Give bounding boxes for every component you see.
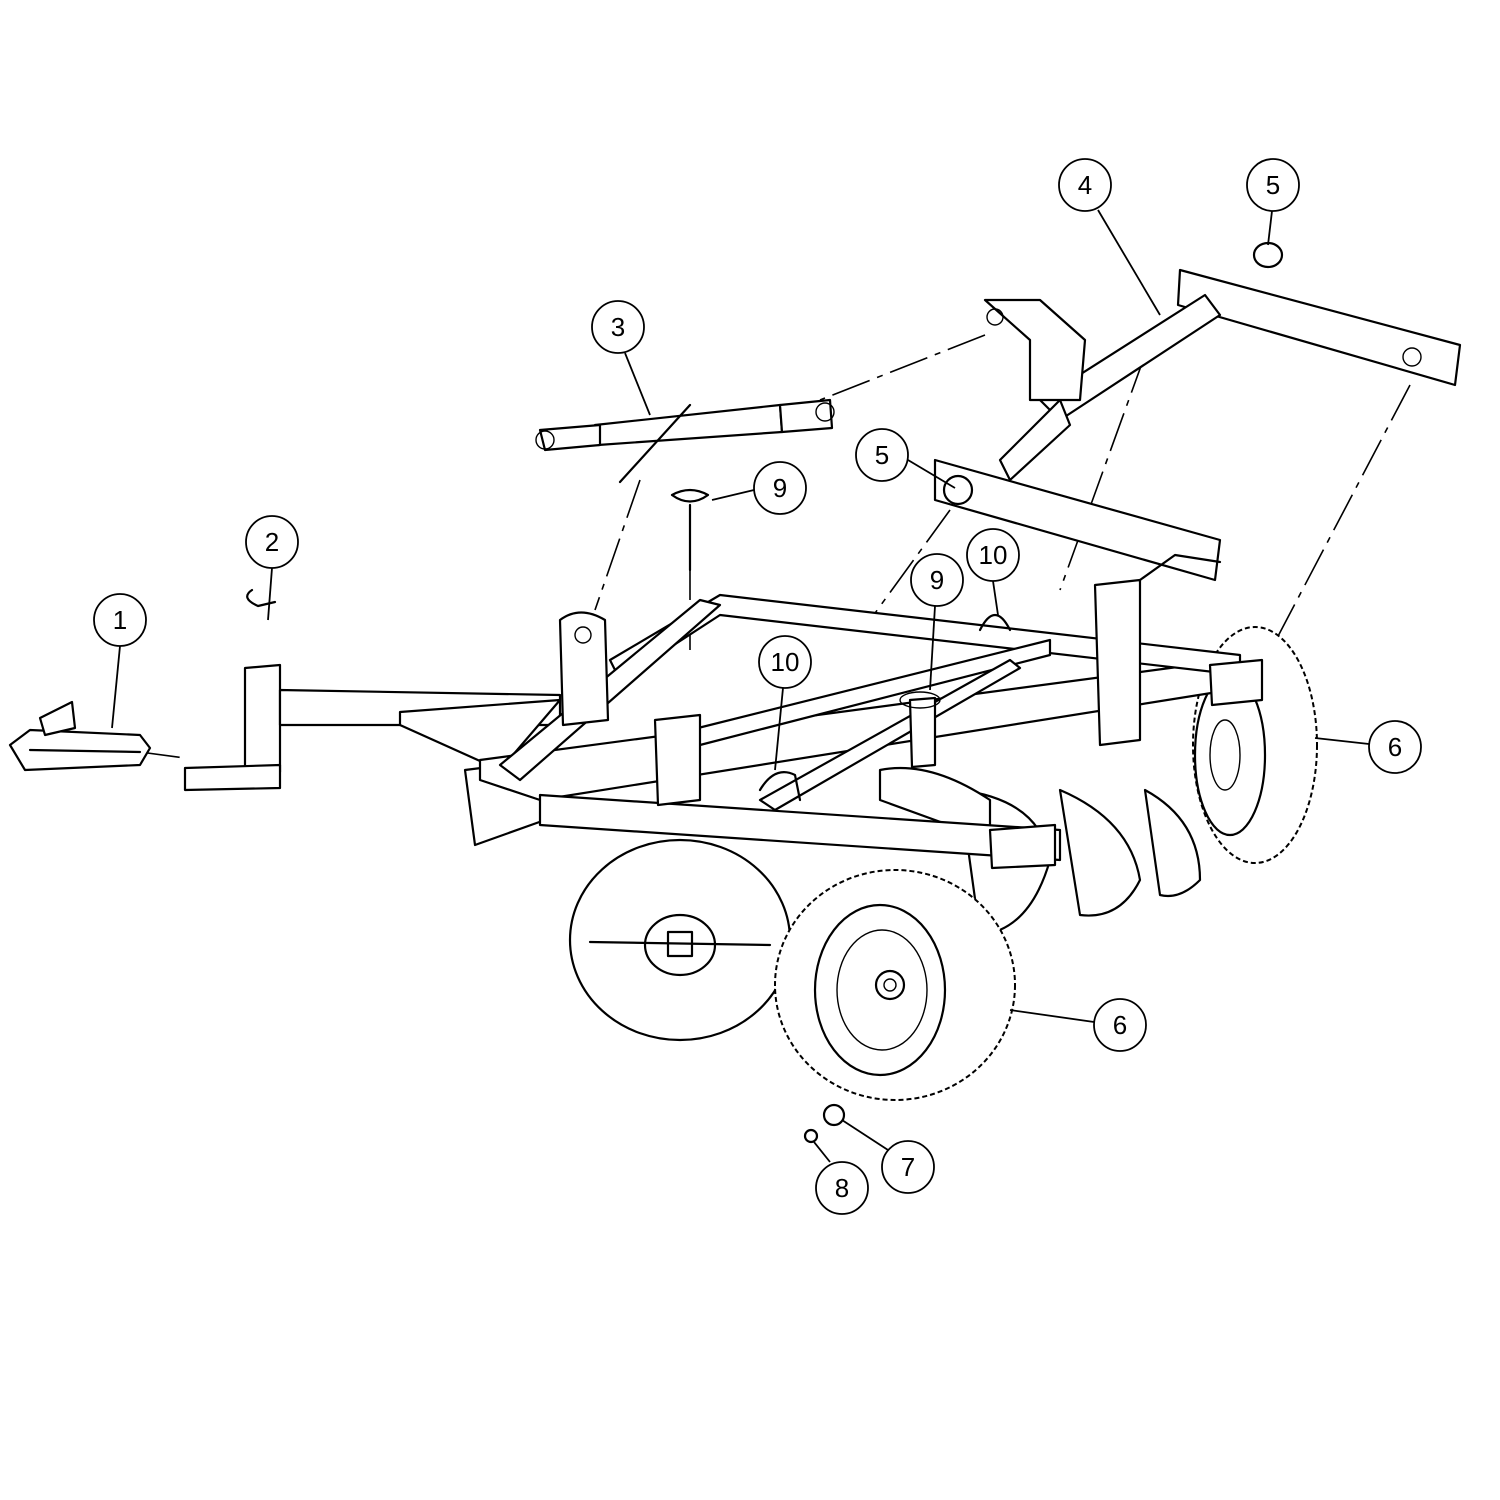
callout-2: 2	[245, 515, 299, 569]
svg-text:7: 7	[901, 1152, 915, 1182]
callout-1: 1	[93, 593, 147, 647]
svg-text:5: 5	[875, 440, 889, 470]
svg-text:10: 10	[771, 647, 800, 677]
callout-5: 5	[855, 428, 909, 482]
callout-9: 9	[753, 461, 807, 515]
svg-text:9: 9	[930, 565, 944, 595]
svg-text:5: 5	[1266, 170, 1280, 200]
washer	[822, 1103, 846, 1127]
leader-lines	[111, 209, 1370, 1163]
end-cap	[1252, 241, 1284, 269]
callout-7: 7	[881, 1140, 935, 1194]
callout-3: 3	[591, 300, 645, 354]
svg-text:1: 1	[113, 605, 127, 635]
callout-8: 8	[815, 1161, 869, 1215]
svg-text:6: 6	[1388, 732, 1402, 762]
svg-text:6: 6	[1113, 1010, 1127, 1040]
t-pin	[670, 488, 710, 572]
callout-5: 5	[1246, 158, 1300, 212]
svg-text:10: 10	[979, 540, 1008, 570]
lift-mast	[933, 268, 1462, 582]
front-wheel	[774, 869, 1016, 1101]
svg-text:9: 9	[773, 473, 787, 503]
callout-10: 10	[966, 528, 1020, 582]
svg-text:8: 8	[835, 1173, 849, 1203]
hitch-coupler	[8, 700, 152, 772]
callout-10: 10	[758, 635, 812, 689]
cotter-pin	[803, 1128, 819, 1144]
svg-text:3: 3	[611, 312, 625, 342]
assembly-lines	[139, 334, 1411, 759]
svg-text:2: 2	[265, 527, 279, 557]
callout-9: 9	[910, 553, 964, 607]
hitch-bracket	[183, 588, 282, 792]
callout-6: 6	[1368, 720, 1422, 774]
top-link	[535, 398, 835, 484]
callout-4: 4	[1058, 158, 1112, 212]
svg-text:4: 4	[1078, 170, 1092, 200]
end-cap	[942, 474, 974, 506]
callout-6: 6	[1093, 998, 1147, 1052]
main-frame	[478, 578, 1264, 870]
